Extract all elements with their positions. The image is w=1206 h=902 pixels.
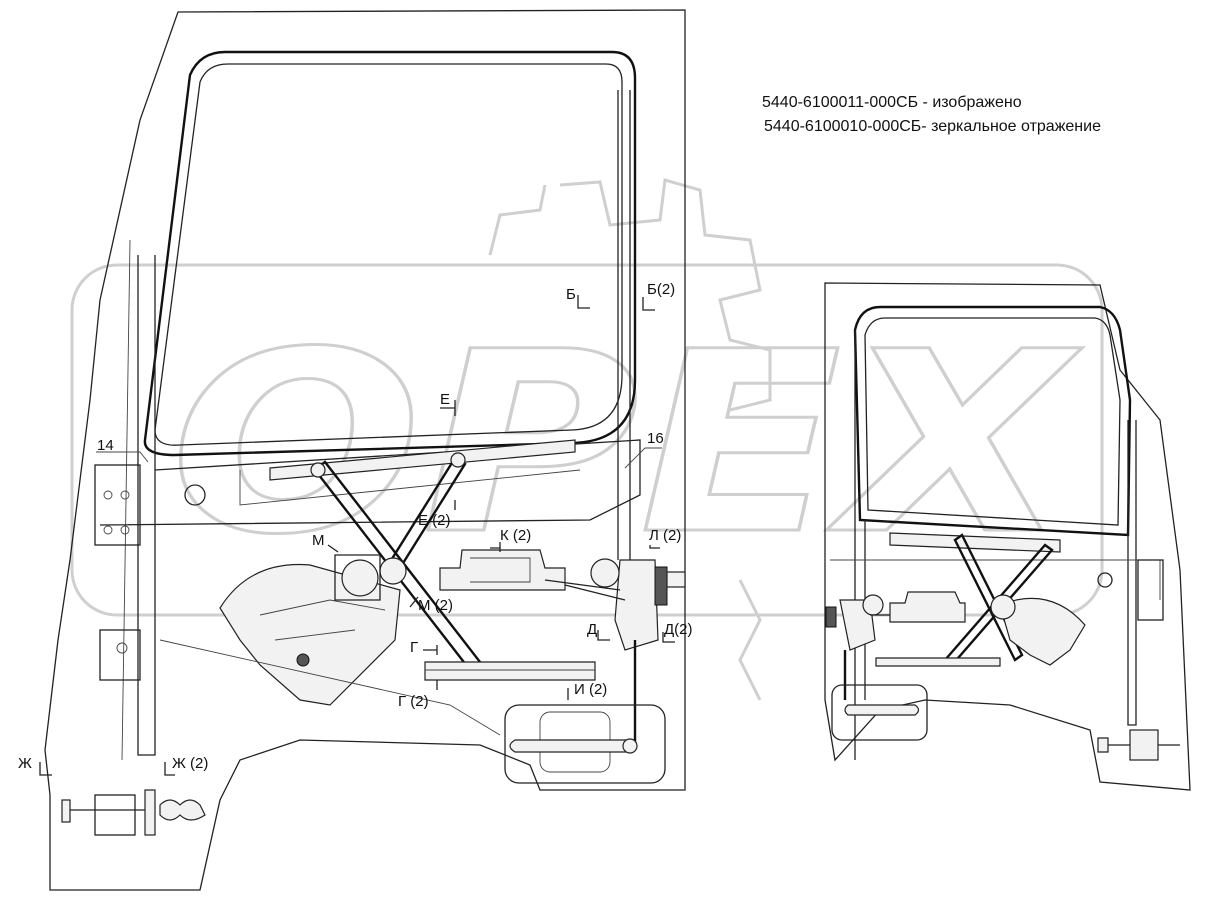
- left-glass-channel: [269, 439, 576, 481]
- section-markers: [39, 295, 675, 776]
- left-inner-handle: [509, 739, 636, 753]
- caption-mirror: 5440-6100010-000СБ- зеркальное отражение: [764, 118, 1101, 135]
- right-inner-lock-control: [889, 591, 966, 623]
- label-m2: М (2): [418, 597, 453, 614]
- left-window-frame-outer: [143, 50, 637, 457]
- left-regulator-drive: [341, 559, 379, 597]
- left-rear-guide: [137, 255, 156, 756]
- left-lock-rod: [544, 579, 626, 601]
- left-door: [44, 9, 686, 891]
- right-inner-handle-recess: [831, 684, 928, 741]
- caption-shown: 5440-6100011-000СБ - изображено: [762, 94, 1022, 111]
- left-window-frame-inner: [154, 63, 623, 446]
- label-k2: К (2): [500, 527, 531, 544]
- right-lower-guide-rail: [875, 657, 1001, 667]
- label-b: Б: [566, 286, 576, 303]
- label-e2: Е (2): [418, 512, 451, 529]
- label-part-14: 14: [97, 437, 114, 454]
- label-d: Д: [587, 621, 597, 638]
- label-g: Г: [410, 639, 418, 656]
- right-window-frame-inner: [864, 317, 1121, 526]
- label-i2: И (2): [574, 681, 607, 698]
- label-d2: Д(2): [664, 621, 693, 638]
- right-inner-handle: [844, 704, 920, 716]
- right-glass-channel: [889, 532, 1061, 553]
- left-door-panel: [44, 9, 686, 891]
- label-m: М: [312, 532, 325, 549]
- left-inner-handle-recess: [504, 704, 666, 784]
- label-g2: Г (2): [398, 693, 429, 710]
- label-b2: Б(2): [647, 281, 675, 298]
- watermark-frame: [70, 263, 1104, 617]
- right-door: [824, 282, 1191, 791]
- label-part-16: 16: [647, 430, 664, 447]
- right-window-frame-outer: [853, 305, 1132, 537]
- right-regulator-drive: [990, 594, 1016, 620]
- left-glass-run-channel: [617, 90, 631, 560]
- right-rear-guide: [1127, 420, 1137, 726]
- right-regulator-sector: [999, 597, 1086, 666]
- label-zh: Ж: [18, 755, 32, 772]
- left-hinge-plate: [94, 464, 141, 546]
- right-regulator-arm-a: [953, 533, 1024, 662]
- left-lower-guide-rail: [424, 661, 596, 681]
- left-door-lock: [614, 559, 659, 651]
- label-zh2: Ж (2): [172, 755, 208, 772]
- left-inner-lock-control: [439, 549, 566, 591]
- label-e: Е: [440, 391, 450, 408]
- label-l2: Л (2): [649, 527, 681, 544]
